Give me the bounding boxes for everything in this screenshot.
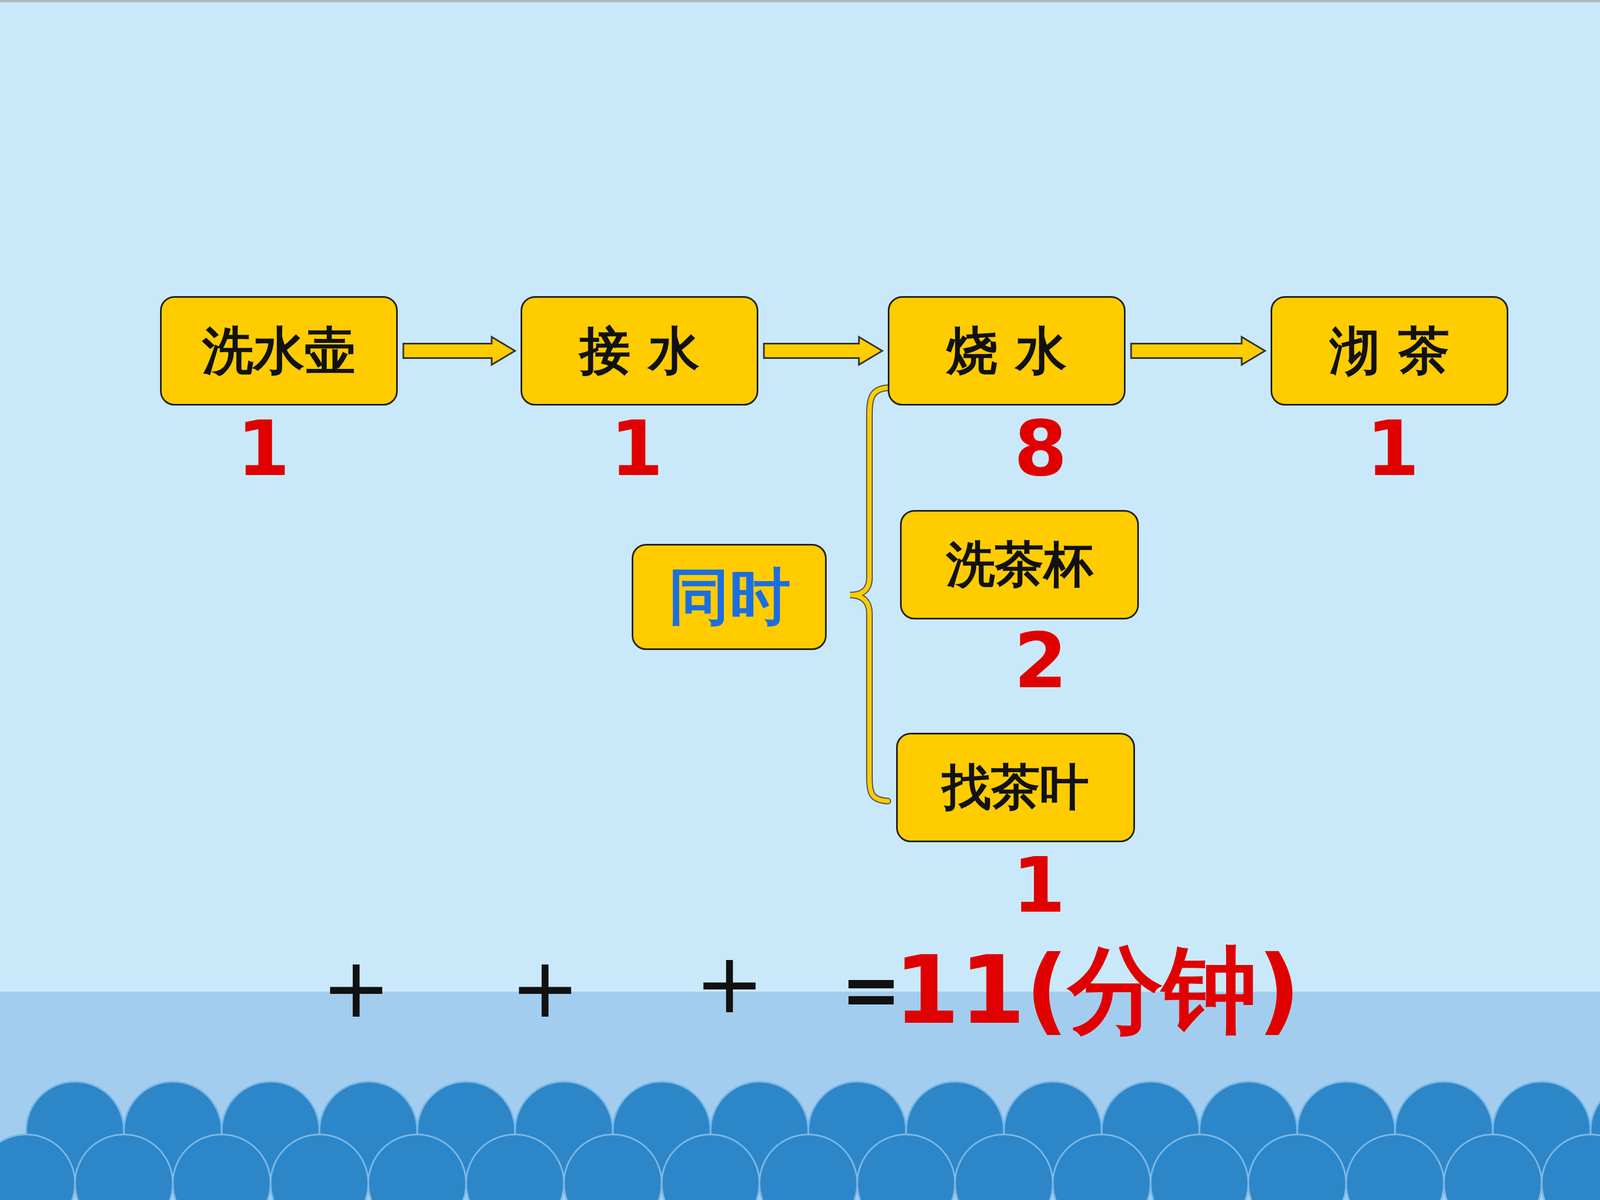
wave-circle: [661, 1134, 760, 1200]
process-box: 洗水壶: [160, 296, 398, 406]
wave-circle: [0, 1134, 75, 1200]
wave-circle: [759, 1134, 858, 1200]
wave-circle: [1150, 1134, 1249, 1200]
process-box: 沏 茶: [1270, 296, 1509, 406]
wave-circle: [1052, 1134, 1151, 1200]
box-text: 洗水壶: [202, 322, 356, 379]
duration-number: 2: [1013, 622, 1068, 700]
wave-circle: [270, 1134, 369, 1200]
box-text: 烧 水: [946, 322, 1067, 379]
block-arrow: [763, 337, 883, 365]
duration-number: 1: [1366, 410, 1420, 488]
wave-circle: [563, 1134, 662, 1200]
duration-number: 8: [1013, 410, 1068, 488]
wave-circle: [1541, 1134, 1600, 1200]
box-text: 洗茶杯: [946, 537, 1093, 592]
wave-circle: [955, 1134, 1053, 1200]
box-text: 接 水: [579, 322, 700, 379]
bracket-outline: [850, 387, 888, 802]
wave-group: [0, 1081, 1600, 1200]
wave-circle: [1346, 1134, 1444, 1200]
wave-circle: [1443, 1134, 1542, 1200]
note-box: 同时: [631, 543, 827, 650]
wave-circle: [1248, 1134, 1347, 1200]
box-text: 沏 茶: [1329, 322, 1450, 379]
duration-number: 1: [1012, 847, 1066, 924]
wave-circle: [857, 1134, 955, 1200]
wave-circle: [172, 1134, 271, 1200]
box-text: 同时: [668, 563, 791, 631]
plus-sign: +: [321, 946, 392, 1030]
top-line: [0, 0, 1600, 3]
process-box: 找茶叶: [896, 732, 1135, 843]
duration-number: 1: [610, 410, 664, 488]
equals-sign: =: [841, 953, 902, 1027]
duration-number: 1: [236, 410, 290, 488]
process-box: 烧 水: [887, 296, 1126, 406]
process-box: 洗茶杯: [900, 510, 1139, 620]
bracket: [850, 387, 888, 802]
plus-sign: +: [694, 941, 765, 1025]
block-arrow: [403, 337, 515, 365]
plus-sign: +: [510, 946, 580, 1030]
wave-circle: [75, 1134, 173, 1200]
total-time: 11(分钟): [893, 942, 1301, 1038]
wave-circle: [466, 1134, 564, 1200]
box-text: 找茶叶: [942, 760, 1089, 815]
wave-circle: [368, 1134, 467, 1200]
process-box: 接 水: [520, 296, 759, 406]
block-arrow: [1131, 337, 1265, 365]
